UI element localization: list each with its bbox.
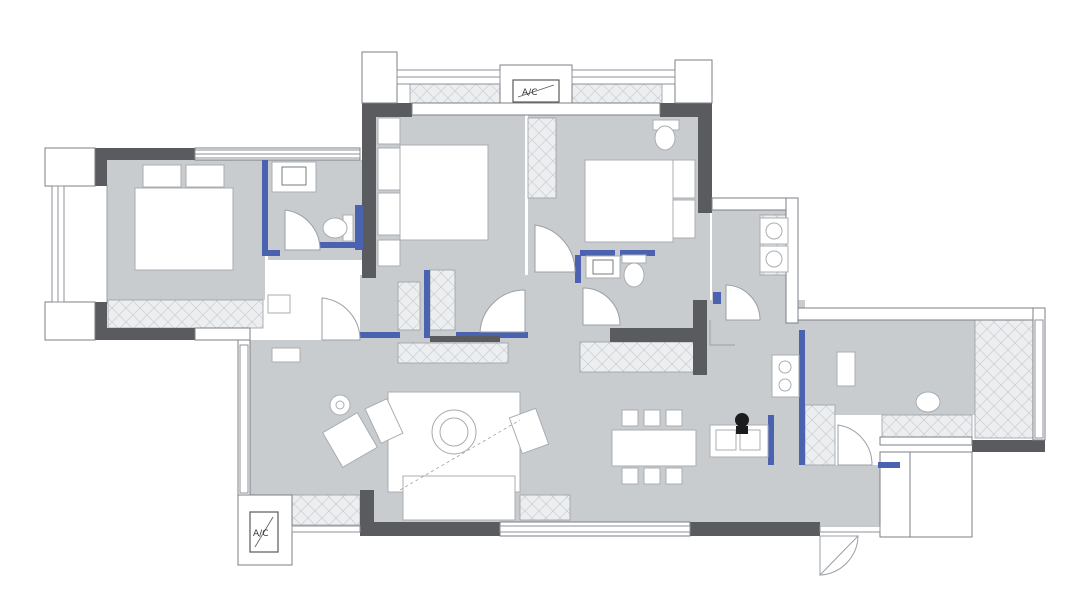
door-swing-icon bbox=[582, 287, 621, 326]
door-swing-icon bbox=[709, 320, 735, 346]
floor-west-balcony bbox=[51, 184, 108, 304]
window bbox=[499, 525, 691, 533]
partition bbox=[318, 242, 358, 248]
wall bbox=[1032, 307, 1046, 441]
doors bbox=[284, 209, 873, 577]
partition bbox=[456, 332, 528, 338]
window bbox=[291, 525, 361, 533]
tile-cabinet-corridor bbox=[429, 269, 456, 331]
dining-table-icon bbox=[611, 409, 697, 485]
floor-east-room bbox=[805, 320, 975, 415]
tile-south-left bbox=[291, 494, 361, 526]
toilet-icon bbox=[322, 214, 354, 242]
wall bbox=[797, 307, 1034, 321]
partition bbox=[262, 160, 268, 255]
wall bbox=[95, 328, 195, 340]
wall bbox=[909, 451, 973, 538]
partitions-blue bbox=[262, 160, 900, 468]
door-swing-icon bbox=[725, 284, 761, 321]
wall bbox=[690, 522, 820, 536]
door-swing-icon bbox=[479, 289, 526, 333]
wall bbox=[711, 197, 787, 211]
windows bbox=[51, 69, 1044, 533]
door-swing-icon bbox=[819, 535, 860, 577]
partition bbox=[713, 292, 721, 304]
tile-wardrobe-master bbox=[107, 299, 264, 329]
partition bbox=[878, 462, 900, 468]
wall bbox=[674, 59, 713, 104]
ac-label-top: A/C bbox=[522, 88, 537, 98]
person-icon bbox=[735, 413, 749, 434]
watermark-text: 设计 bbox=[572, 397, 588, 407]
bed-icon bbox=[134, 164, 234, 271]
partition bbox=[360, 332, 400, 338]
tile-east-big bbox=[974, 319, 1034, 439]
partition bbox=[424, 270, 430, 338]
ac-unit-bottom: A/C bbox=[249, 511, 279, 553]
door-swing-icon bbox=[284, 209, 321, 251]
floor-entry bbox=[700, 465, 880, 525]
door-swing-icon bbox=[321, 297, 361, 341]
wardrobe-icon bbox=[267, 294, 301, 363]
sink-icon bbox=[585, 255, 621, 279]
tile-south-entry bbox=[519, 494, 571, 521]
bed-icon bbox=[377, 117, 489, 267]
walls-dark bbox=[95, 103, 1045, 536]
wall bbox=[95, 148, 195, 160]
door-swing-icon bbox=[534, 224, 576, 273]
ac-unit-top: A/C bbox=[512, 79, 560, 103]
wall bbox=[362, 103, 376, 278]
wall bbox=[411, 102, 661, 116]
tile-tv-cabinet bbox=[397, 342, 509, 364]
wall bbox=[972, 440, 1045, 452]
tile-east-lower bbox=[881, 414, 973, 441]
tile-counter-dining bbox=[579, 341, 696, 373]
partition bbox=[768, 415, 774, 465]
tiled-areas bbox=[107, 83, 1034, 526]
sink-icon bbox=[271, 161, 317, 193]
window bbox=[819, 525, 881, 533]
stove-icon bbox=[771, 354, 800, 398]
wall bbox=[610, 328, 700, 342]
washing-machine-icon bbox=[759, 217, 789, 273]
partition bbox=[355, 205, 363, 250]
wall bbox=[194, 327, 251, 341]
watermark: 设计 bbox=[539, 394, 588, 408]
tile-east-counter bbox=[804, 404, 836, 466]
wall bbox=[499, 521, 691, 537]
partition bbox=[620, 250, 655, 256]
door-swing-icon bbox=[837, 424, 873, 466]
tv-unit bbox=[430, 336, 500, 342]
wall bbox=[693, 300, 707, 375]
wall bbox=[879, 436, 973, 446]
armchair-icon bbox=[321, 398, 404, 469]
partition bbox=[799, 330, 805, 465]
toilet-icon bbox=[621, 254, 647, 288]
bed-icon bbox=[584, 159, 696, 243]
wall bbox=[237, 494, 293, 566]
armchair-icon bbox=[508, 407, 550, 455]
chair-icon bbox=[836, 351, 941, 413]
window bbox=[239, 344, 249, 494]
lamp-icon bbox=[329, 394, 351, 416]
partition bbox=[580, 250, 615, 256]
wall bbox=[44, 147, 96, 187]
wall bbox=[44, 301, 96, 341]
tile-wardrobe-corridor bbox=[397, 281, 421, 331]
partition bbox=[575, 255, 581, 283]
wall bbox=[698, 103, 712, 213]
wall bbox=[361, 51, 398, 104]
projection-line bbox=[399, 419, 521, 491]
toilet-icon bbox=[652, 119, 680, 151]
coffee-table-icon bbox=[431, 409, 477, 455]
furniture bbox=[134, 117, 941, 521]
wall bbox=[360, 522, 500, 536]
ac-label-bottom: A/C bbox=[253, 529, 268, 539]
window bbox=[1034, 319, 1044, 439]
tile-wardrobe-b3 bbox=[527, 117, 557, 199]
partition bbox=[262, 250, 280, 256]
wall bbox=[95, 148, 107, 186]
